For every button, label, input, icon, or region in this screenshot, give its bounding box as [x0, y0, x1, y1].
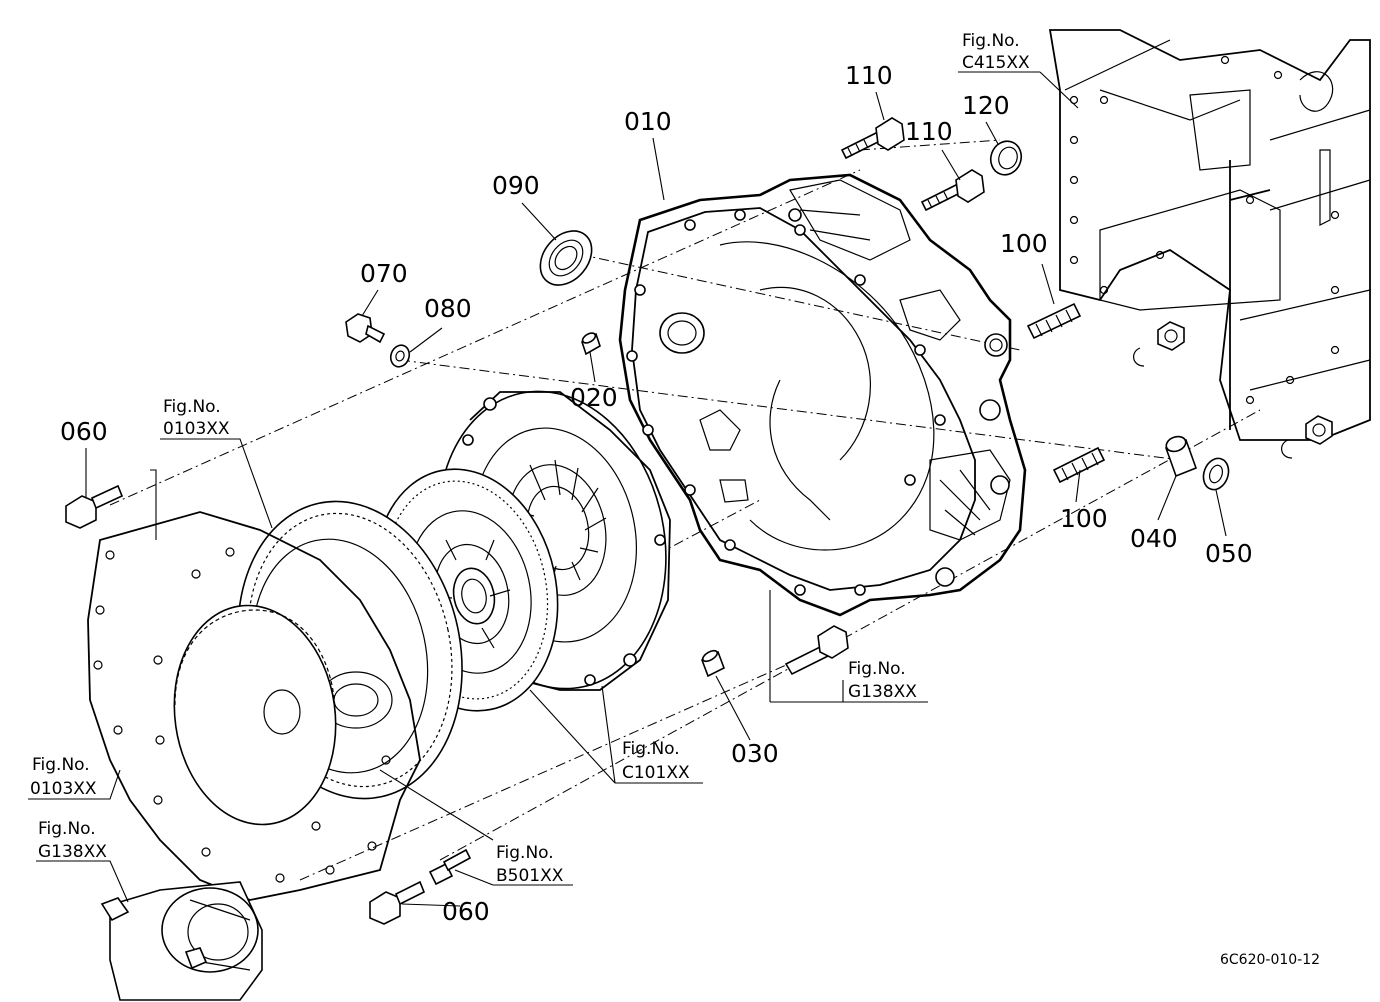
bolt-070	[345, 313, 386, 344]
part-label-090: 090	[492, 171, 540, 200]
bolt-060b	[369, 880, 426, 925]
drawing-code: 6C620-010-12	[1220, 952, 1320, 968]
dowel-020	[581, 332, 601, 356]
fig-ref-g138-upper-code: G138XX	[848, 682, 917, 702]
fig-ref-b501-prefix: Fig.No.	[496, 843, 554, 863]
fig-ref-g138-lower-prefix: Fig.No.	[38, 819, 96, 839]
fig-ref-0103-lower-code: 0103XX	[30, 779, 97, 799]
fitting-b501	[428, 848, 472, 886]
stud-100b	[1052, 446, 1106, 484]
washer-080	[389, 344, 411, 368]
part-label-100-upper: 100	[1000, 229, 1048, 258]
part-label-070: 070	[360, 259, 408, 288]
figure-refs: Fig.No. C415XX Fig.No. 0103XX Fig.No. G1…	[30, 31, 1030, 886]
part-label-050: 050	[1205, 539, 1253, 568]
stud-100a	[1026, 302, 1082, 340]
part-label-110-lower: 110	[905, 117, 953, 146]
fig-ref-c101-prefix: Fig.No.	[622, 739, 680, 759]
bolt-060a	[65, 484, 124, 529]
part-label-010: 010	[624, 107, 672, 136]
fig-ref-c101-code: C101XX	[622, 763, 690, 783]
end-plate	[87, 511, 421, 901]
fig-ref-0103-upper-prefix: Fig.No.	[163, 397, 221, 417]
part-label-120: 120	[962, 91, 1010, 120]
fig-ref-b501-code: B501XX	[496, 866, 564, 886]
fig-ref-c415-prefix: Fig.No.	[962, 31, 1020, 51]
transmission-frame	[1048, 29, 1371, 459]
washer-050	[1202, 457, 1230, 491]
oil-seal-090	[539, 230, 593, 286]
part-label-060-lower: 060	[442, 897, 490, 926]
part-label-060-upper: 060	[60, 417, 108, 446]
part-label-040: 040	[1130, 524, 1178, 553]
fig-ref-0103-lower-prefix: Fig.No.	[32, 755, 90, 775]
fig-ref-c415-code: C415XX	[962, 53, 1030, 73]
cap-120	[989, 140, 1023, 176]
clutch-housing	[618, 173, 1027, 617]
part-label-110-upper: 110	[845, 61, 893, 90]
part-labels: 010 020 030 040 050 060 060 070 080 090 …	[60, 61, 1253, 926]
part-label-100-lower: 100	[1060, 504, 1108, 533]
starter-motor	[100, 881, 263, 1001]
dowel-030	[700, 649, 726, 678]
part-label-020: 020	[570, 383, 618, 412]
fig-ref-g138-upper-prefix: Fig.No.	[848, 659, 906, 679]
bolt-110b	[920, 169, 985, 212]
bolt-g138	[784, 625, 849, 676]
bolt-110a	[840, 117, 905, 160]
fig-ref-g138-lower-code: G138XX	[38, 842, 107, 862]
sleeve-040	[1164, 435, 1198, 478]
fig-ref-0103-upper-code: 0103XX	[163, 419, 230, 439]
leader-lines	[28, 71, 1227, 907]
part-label-030: 030	[731, 739, 779, 768]
part-label-080: 080	[424, 294, 472, 323]
